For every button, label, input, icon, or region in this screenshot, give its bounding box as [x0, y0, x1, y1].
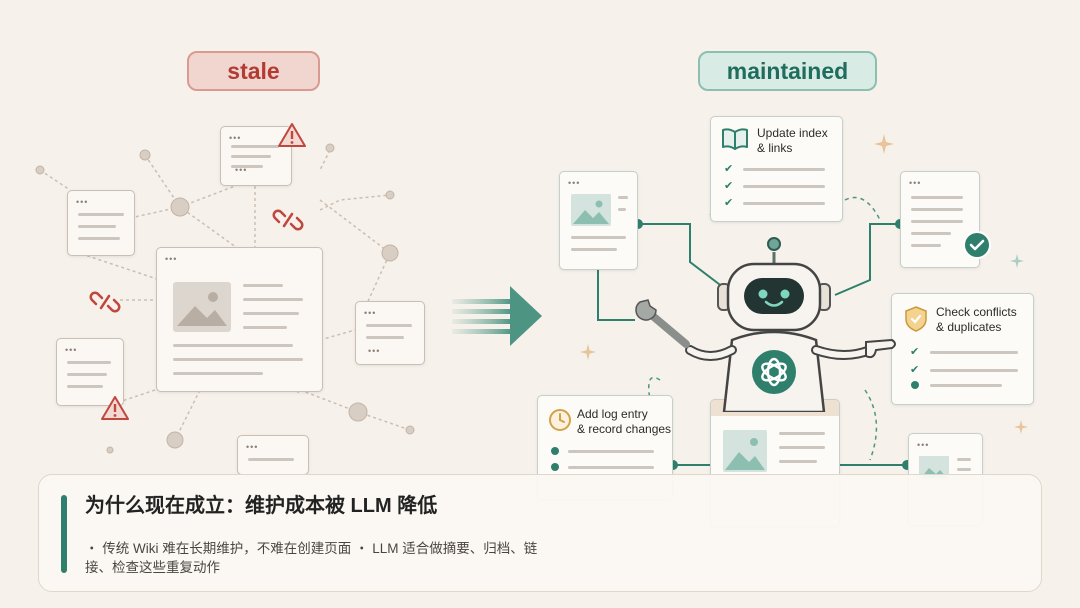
task-title-line: Add log entry: [577, 407, 648, 421]
check-icon: [963, 231, 991, 259]
check-icon: ✔: [724, 163, 734, 175]
maintained-card-image: •••: [559, 171, 638, 270]
stale-card-left-top: •••: [67, 190, 135, 256]
stale-label: stale: [187, 51, 320, 91]
caption-panel: 为什么现在成立：维护成本被 LLM 降低 ・ 传统 Wiki 难在长期维护，不难…: [38, 474, 1042, 592]
book-icon: [722, 128, 748, 150]
task-title-line: & links: [757, 141, 793, 155]
check-icon: ✔: [724, 197, 734, 209]
broken-link-icon: [272, 209, 304, 231]
caption-title: 为什么现在成立：维护成本被 LLM 降低: [85, 495, 438, 517]
clock-icon: [549, 409, 571, 431]
stale-card-right: ••• •••: [355, 301, 425, 365]
robot-icon: [635, 237, 896, 412]
sparkle-icon: [1014, 420, 1028, 434]
stale-card-left-bottom: •••: [56, 338, 124, 406]
task-title-line: Update index: [757, 126, 828, 140]
status-dot: [551, 463, 559, 471]
check-icon: ✔: [910, 346, 920, 358]
caption-accent-bar: [61, 495, 67, 573]
stale-network: [35, 143, 415, 454]
stale-card-bottom: •••: [237, 435, 309, 475]
stale-card-top: ••• •••: [220, 126, 292, 186]
sparkle-icon: [580, 344, 596, 360]
sparkle-icon: [1010, 254, 1024, 268]
image-icon: [571, 194, 611, 226]
task-title-line: & duplicates: [936, 320, 1002, 334]
maintained-label: maintained: [698, 51, 877, 91]
image-icon: [173, 282, 231, 332]
sparkle-icon: [874, 134, 894, 154]
task-card-check-conflicts: Check conflicts & duplicates ✔ ✔: [891, 293, 1034, 405]
stale-card-main: •••: [156, 247, 323, 392]
check-icon: ✔: [724, 180, 734, 192]
warning-icon: [278, 123, 306, 147]
shield-icon: [905, 306, 927, 332]
task-title-line: Check conflicts: [936, 305, 1017, 319]
broken-link-icon: [89, 291, 121, 313]
task-card-update-index: Update index & links ✔ ✔ ✔: [710, 116, 843, 222]
status-dot: [551, 447, 559, 455]
check-icon: ✔: [910, 364, 920, 376]
caption-body: ・ 传统 Wiki 难在长期维护，不难在创建页面 ・ LLM 适合做摘要、归档、…: [85, 541, 538, 575]
task-title-line: & record changes: [577, 422, 672, 436]
status-dot: [911, 381, 919, 389]
warning-icon: [101, 396, 129, 420]
wrench-icon: [635, 299, 690, 348]
image-icon: [723, 430, 767, 472]
arrow-icon: [452, 286, 542, 346]
